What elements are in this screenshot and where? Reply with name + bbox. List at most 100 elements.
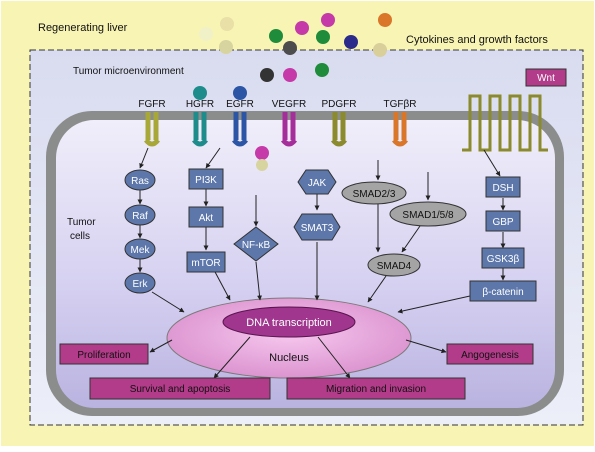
outcome-angiogenesis-label: Angogenesis — [461, 350, 519, 361]
receptor-fgfr: FGFR — [138, 99, 166, 147]
cytokine-ball — [269, 29, 283, 43]
outcomes: Proliferation Angogenesis Survival and a… — [59, 343, 534, 400]
receptor-label-tgfbr: TGFβR — [384, 99, 417, 110]
tumor-cells-label-line2: cells — [70, 231, 90, 242]
nfkb-node-group: NF-κB — [233, 226, 279, 262]
arrow — [213, 336, 251, 379]
arrow — [397, 295, 471, 314]
node-mek-label: Mek — [131, 245, 151, 256]
node-raf — [124, 204, 156, 226]
cytokine-ball — [283, 41, 297, 55]
cytokine-ball — [378, 13, 392, 27]
node-smad4-label: SMAD4 — [377, 261, 412, 272]
receptor-label-fgfr: FGFR — [138, 99, 165, 110]
pi3k-pathway: PI3K Akt mTOR — [186, 168, 226, 273]
node-smad23-label: SMAD2/3 — [353, 189, 396, 200]
arrow — [401, 225, 421, 253]
cytokine-ball — [255, 146, 269, 160]
nucleus-label: Nucleus — [269, 352, 309, 364]
cytokine-ball — [220, 17, 234, 31]
dna-transcription-label: DNA transcription — [246, 317, 332, 329]
node-jak-label: JAK — [308, 178, 327, 189]
receptor-label-egfr: EGFR — [226, 99, 254, 110]
node-smat3 — [293, 213, 341, 241]
node-mtor — [186, 251, 226, 273]
receptor-label-pdgfr: PDGFR — [322, 99, 357, 110]
node-akt-label: Akt — [199, 213, 214, 224]
cytokine-ball — [373, 43, 387, 57]
arrow — [255, 261, 263, 301]
node-dsh — [485, 176, 521, 198]
outcome-migration-invasion — [286, 377, 466, 400]
cytokine-ball — [344, 35, 358, 49]
node-raf-label: Raf — [132, 211, 148, 222]
regenerating-liver-label: Regenerating liver — [38, 22, 128, 34]
cytokine-ball — [316, 30, 330, 44]
wnt-frizzled-receptor — [462, 94, 548, 152]
arrow — [149, 339, 173, 353]
arrow — [317, 336, 351, 379]
node-gbp — [485, 210, 521, 232]
node-erk-label: Erk — [133, 279, 149, 290]
cytokine-ball — [256, 159, 268, 171]
node-smad4 — [367, 253, 421, 277]
node-smat3-label: SMAT3 — [301, 223, 334, 234]
dna-transcription-node — [222, 306, 356, 338]
outcome-survival-apoptosis — [89, 377, 271, 400]
erk-pathway: Ras Raf Mek Erk — [124, 169, 156, 294]
receptor-egfr: EGFR — [226, 86, 254, 147]
node-gsk3b-label: GSK3β — [487, 254, 520, 265]
node-mek — [124, 238, 156, 260]
receptors: FGFR HGFR EGFR VEGFR PDGFR TGFβR — [138, 86, 548, 152]
wnt-pathway: DSH GBP GSK3β β-catenin — [469, 176, 537, 302]
node-pi3k-label: PI3K — [195, 175, 217, 186]
smad-pathway: SMAD2/3 SMAD1/5/8 SMAD4 — [341, 181, 467, 277]
wnt-ligand-box — [525, 68, 567, 87]
cytokines-label: Cytokines and growth factors — [406, 34, 548, 46]
jak-pathway: JAK SMAT3 — [293, 169, 341, 241]
receptor-label-hgfr: HGFR — [186, 99, 214, 110]
outcome-proliferation-label: Proliferation — [77, 350, 130, 361]
node-beta-catenin — [469, 280, 537, 302]
node-nfkb-label: NF-κB — [242, 240, 271, 251]
node-smad158 — [389, 201, 467, 227]
bound-ligand — [193, 86, 207, 100]
node-gsk3b — [481, 247, 525, 269]
cytokine-ball — [219, 40, 233, 54]
node-akt — [188, 206, 224, 228]
node-dsh-label: DSH — [492, 183, 513, 194]
outcome-angiogenesis — [446, 343, 534, 365]
wnt-label: Wnt — [537, 73, 555, 84]
node-ras-label: Ras — [131, 176, 149, 187]
arrow — [367, 275, 387, 303]
cytokine-ball — [321, 13, 335, 27]
tumor-microenvironment-label: Tumor microenvironment — [73, 66, 184, 77]
tumor-cells-label-line1: Tumor — [67, 217, 96, 228]
receptor-tgfbr: TGFβR — [384, 99, 417, 147]
node-pi3k — [188, 168, 224, 190]
cytokine-ball — [295, 21, 309, 35]
node-jak — [297, 169, 337, 195]
node-nfkb — [233, 226, 279, 262]
cytokine-ball — [283, 68, 297, 82]
receptor-hgfr: HGFR — [186, 86, 214, 147]
cytokine-ball — [199, 27, 213, 41]
cytokine-ball — [260, 68, 274, 82]
cytokine-ball — [315, 63, 329, 77]
bound-ligand — [233, 86, 247, 100]
arrow — [151, 291, 185, 313]
node-beta-catenin-label: β-catenin — [482, 287, 523, 298]
node-ras — [124, 169, 156, 191]
receptor-label-vegfr: VEGFR — [272, 99, 306, 110]
receptor-pdgfr: PDGFR — [322, 99, 357, 147]
pathway-arrows — [137, 147, 506, 379]
arrow — [213, 269, 231, 301]
arrow — [139, 147, 149, 169]
cytokine-balls — [199, 13, 392, 171]
receptor-vegfr: VEGFR — [272, 99, 306, 147]
outcome-migration-invasion-label: Migration and invasion — [326, 384, 426, 395]
node-gbp-label: GBP — [492, 217, 513, 228]
arrow — [405, 339, 447, 354]
